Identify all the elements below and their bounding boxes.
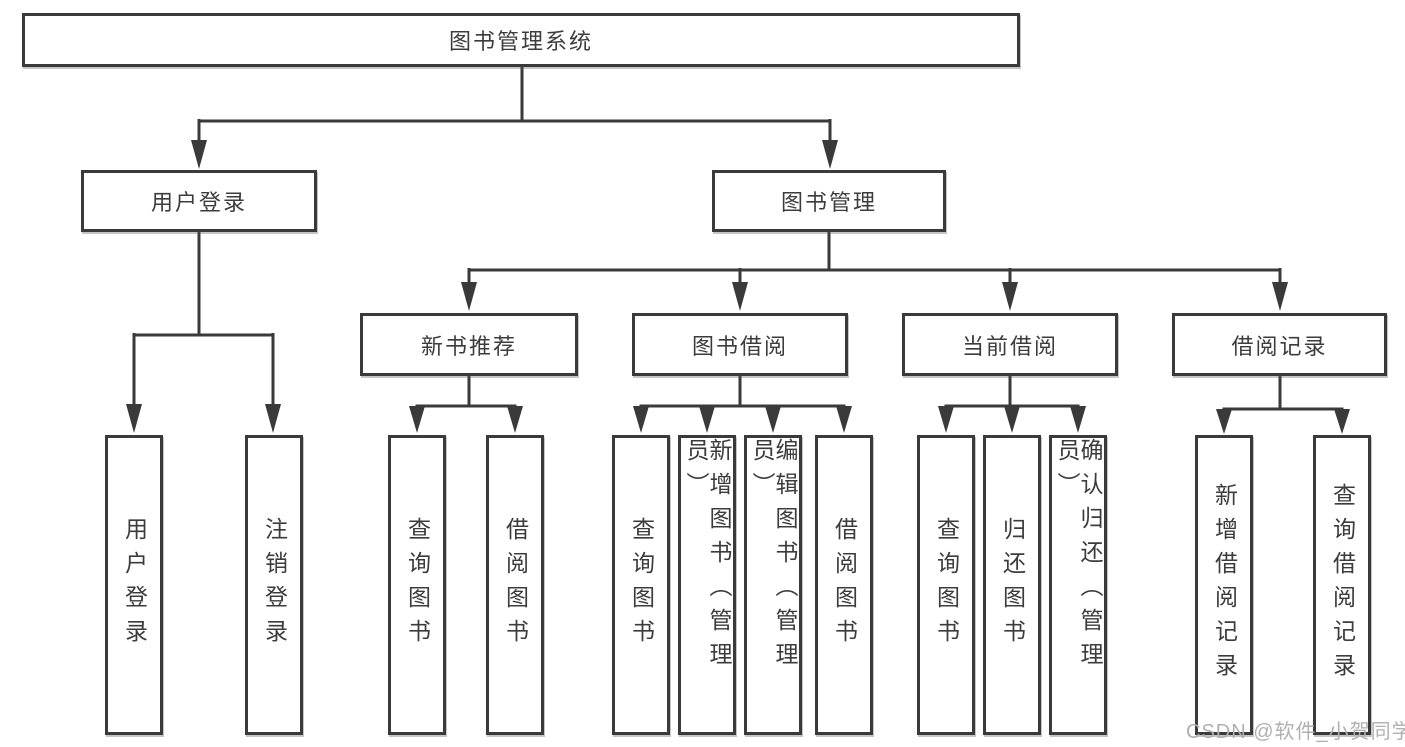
node-user-login: 用户登录 bbox=[81, 170, 317, 232]
csdn-watermark: CSDN @软件_小贺同学 bbox=[1186, 721, 1405, 743]
node-label: 图书借阅 bbox=[691, 333, 788, 359]
leaf-user-login: 用户登录 bbox=[105, 435, 163, 735]
node-book-borrowing: 图书借阅 bbox=[632, 313, 848, 376]
node-label: 图书管理系统 bbox=[448, 29, 593, 54]
node-label: 新书推荐 bbox=[420, 333, 517, 359]
node-label: 查询图书 bbox=[628, 517, 655, 653]
node-label: 借阅图书 bbox=[502, 517, 529, 653]
leaf-add-books-admin: 新增图书（管理员） bbox=[678, 435, 736, 735]
node-current-borrowing: 当前借阅 bbox=[902, 313, 1118, 376]
edge-userlogin-to-leaves bbox=[126, 232, 281, 433]
edge-bookborrow-to-leaves bbox=[633, 376, 852, 433]
node-book-management: 图书管理 bbox=[712, 170, 946, 232]
leaf-add-borrow-record: 新增借阅记录 bbox=[1195, 435, 1253, 735]
node-book-management-system: 图书管理系统 bbox=[22, 13, 1020, 67]
leaf-query-borrow-record: 查询借阅记录 bbox=[1313, 435, 1371, 735]
node-label: 确认归还（管理员） bbox=[1054, 438, 1103, 676]
node-label: 归还图书 bbox=[999, 517, 1026, 653]
node-label: 当前借阅 bbox=[961, 333, 1058, 359]
node-label: 新增借阅记录 bbox=[1211, 483, 1238, 687]
node-new-book-recommend: 新书推荐 bbox=[360, 313, 578, 376]
leaf-query-books-current: 查询图书 bbox=[917, 435, 975, 735]
node-label: 图书管理 bbox=[780, 190, 877, 215]
node-label: 用户登录 bbox=[121, 517, 148, 653]
leaf-query-books-borrowing: 查询图书 bbox=[612, 435, 670, 735]
edge-current-to-leaves bbox=[938, 376, 1086, 433]
node-label: 借阅记录 bbox=[1231, 333, 1328, 359]
leaf-edit-books-admin: 编辑图书（管理员） bbox=[744, 435, 802, 735]
node-label: 注销登录 bbox=[261, 517, 288, 653]
node-label: 用户登录 bbox=[150, 190, 247, 215]
node-borrow-records: 借阅记录 bbox=[1172, 313, 1387, 376]
node-label: 查询图书 bbox=[933, 517, 960, 653]
edge-root-to-level2 bbox=[191, 67, 838, 169]
edge-bookmgmt-to-level3 bbox=[461, 232, 1288, 311]
leaf-logout: 注销登录 bbox=[245, 435, 303, 735]
leaf-query-books-recommend: 查询图书 bbox=[388, 435, 446, 735]
leaf-borrow-books: 借阅图书 bbox=[815, 435, 873, 735]
node-label: 编辑图书（管理员） bbox=[749, 438, 798, 676]
leaf-confirm-return-admin: 确认归还（管理员） bbox=[1049, 435, 1107, 735]
node-label: 查询图书 bbox=[404, 517, 431, 653]
node-label: 借阅图书 bbox=[831, 517, 858, 653]
leaf-borrow-books-recommend: 借阅图书 bbox=[486, 435, 544, 735]
edge-records-to-leaves bbox=[1216, 376, 1350, 434]
node-label: 查询借阅记录 bbox=[1329, 483, 1356, 687]
node-label: 新增图书（管理员） bbox=[683, 438, 732, 676]
edge-newrec-to-leaves bbox=[409, 376, 523, 433]
leaf-return-books: 归还图书 bbox=[983, 435, 1041, 735]
